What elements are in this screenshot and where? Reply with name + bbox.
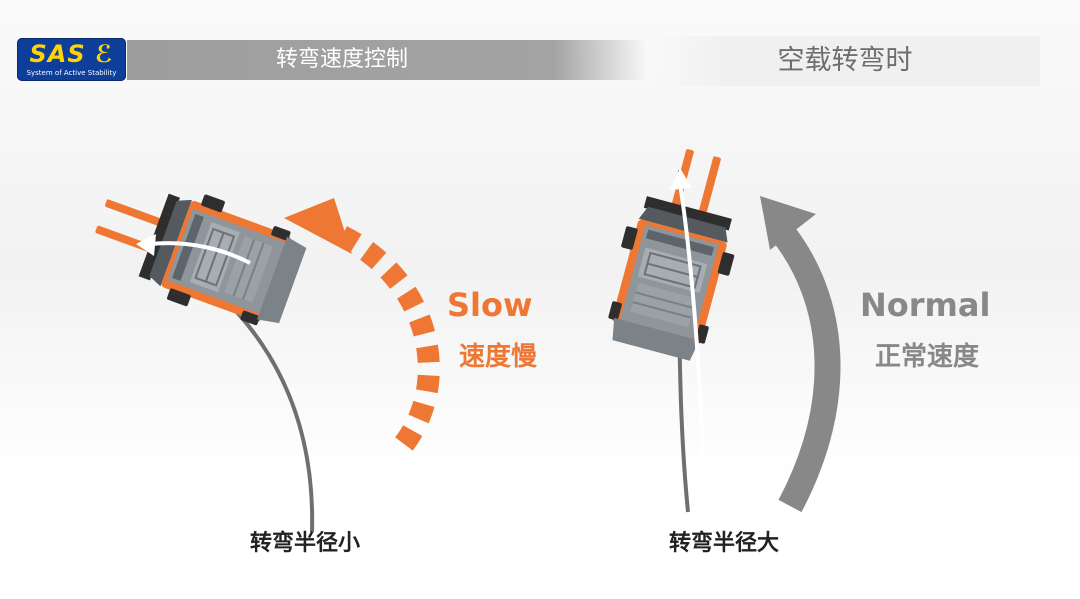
header-right-band xyxy=(655,36,1040,86)
slow-label-cn: 速度慢 xyxy=(459,342,538,372)
page-title: 转弯速度控制 xyxy=(275,47,408,72)
forklift-icon-left xyxy=(80,162,313,340)
normal-label-cn: 正常速度 xyxy=(875,342,980,372)
turn-path-large-arrow xyxy=(678,183,706,501)
radius-small-label: 转弯半径小 xyxy=(250,531,361,556)
slow-label: Slow xyxy=(447,286,533,324)
header-bar xyxy=(127,40,647,80)
sas-logo: SAS ℰ System of Active Stability xyxy=(17,38,126,81)
page-subtitle: 空载转弯时 xyxy=(777,45,913,76)
turn-path-small-arrow xyxy=(149,241,251,265)
dashed-curved-arrow-icon xyxy=(336,226,440,451)
forklift-icon-right xyxy=(595,137,759,366)
logo-text: SAS ℰ xyxy=(29,40,114,68)
curved-arrow-icon xyxy=(771,223,841,513)
normal-label: Normal xyxy=(860,286,991,324)
radius-large-label: 转弯半径大 xyxy=(669,531,780,556)
logo-subtitle: System of Active Stability xyxy=(26,69,117,77)
